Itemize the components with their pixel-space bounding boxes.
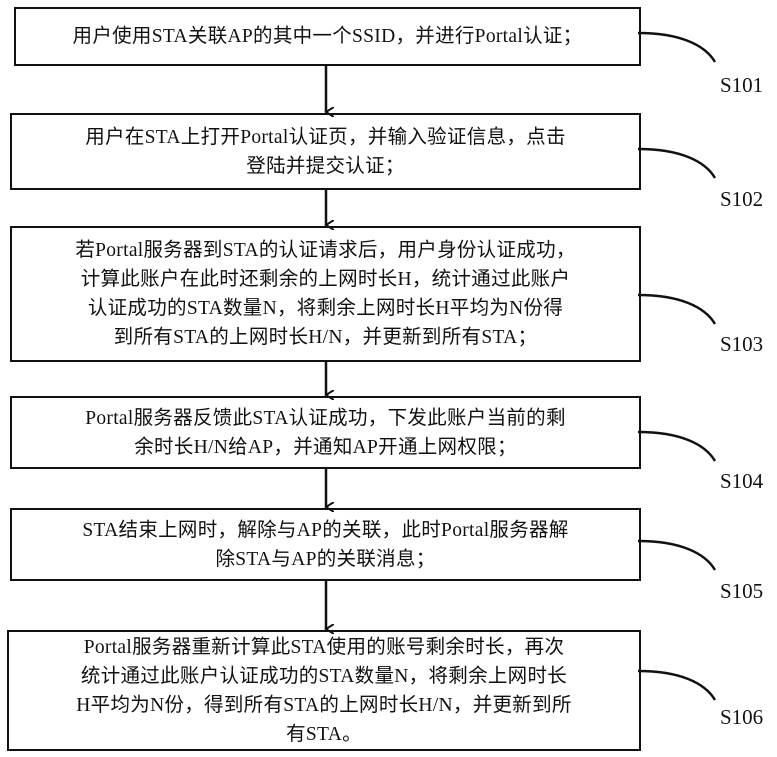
step-label-s102: S102 bbox=[720, 187, 763, 212]
leader-line-s102 bbox=[638, 149, 715, 178]
step-label-s104: S104 bbox=[720, 469, 763, 494]
leader-line-s105 bbox=[638, 541, 715, 570]
leader-line-s104 bbox=[638, 432, 715, 461]
step-label-s103: S103 bbox=[720, 332, 763, 357]
leader-line-s103 bbox=[638, 295, 715, 324]
leader-line-s106 bbox=[638, 671, 715, 700]
leader-line-s101 bbox=[638, 33, 715, 62]
step-label-s106: S106 bbox=[720, 705, 763, 730]
step-label-s101: S101 bbox=[720, 73, 763, 98]
step-label-s105: S105 bbox=[720, 579, 763, 604]
